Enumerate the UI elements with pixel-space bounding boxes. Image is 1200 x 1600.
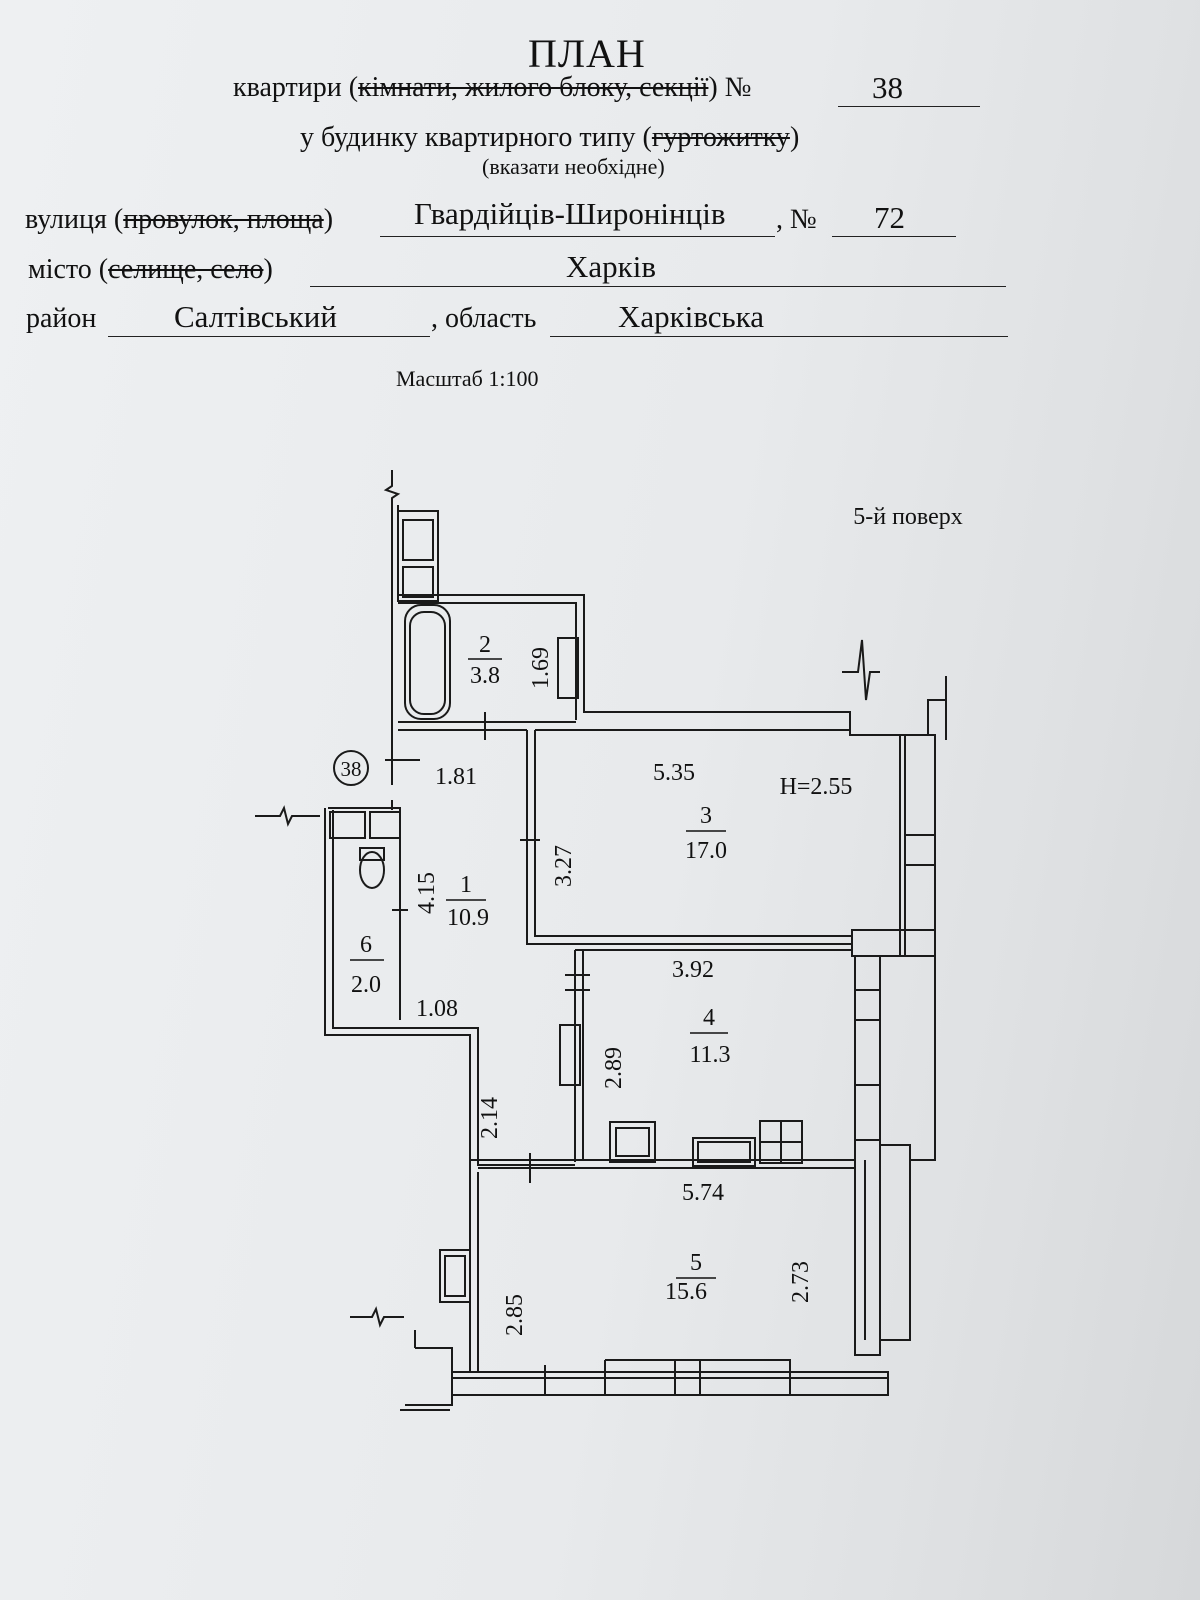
- building-struck-option: гуртожитку: [651, 122, 790, 153]
- floor-label: 5-й поверх: [853, 504, 963, 530]
- region-value: Харківська: [618, 299, 765, 334]
- room-3-area: 17.0: [685, 838, 727, 864]
- dim-2-14: 2.14: [477, 1097, 503, 1139]
- dim-1-08: 1.08: [416, 996, 458, 1022]
- room-2-area: 3.8: [470, 663, 500, 689]
- dim-5-35: 5.35: [653, 760, 695, 786]
- apartment-line: квартири (кімнати, жилого блоку, секції)…: [233, 72, 751, 104]
- dim-5-74: 5.74: [682, 1180, 724, 1206]
- apartment-suffix: ) №: [708, 72, 752, 103]
- apartment-marker: 38: [341, 757, 362, 781]
- street-struck-options: провулок, площа: [123, 204, 324, 235]
- house-number-label: , №: [776, 204, 817, 235]
- city-label-close: ): [263, 254, 273, 285]
- apartment-struck-options: кімнати, жилого блоку, секції: [358, 72, 709, 103]
- street-value: Гвардійців-Широнінців: [414, 196, 726, 231]
- room-5-area: 15.6: [665, 1279, 707, 1305]
- dim-1-69: 1.69: [528, 647, 554, 689]
- street-label-text: вулиця (: [25, 204, 124, 235]
- city-label-text: місто (: [28, 254, 109, 285]
- apartment-prefix: квартири (: [233, 72, 359, 103]
- room-4-number: 4: [703, 1005, 715, 1031]
- scale-label: Масштаб 1:100: [396, 366, 539, 391]
- page-title: ПЛАН: [528, 31, 646, 76]
- dim-1-81: 1.81: [435, 764, 477, 790]
- apartment-number: 38: [872, 70, 903, 105]
- street-label-close: ): [323, 204, 334, 235]
- hint-text: (вказати необхідне): [482, 154, 665, 179]
- street-label: вулиця (провулок, площа): [25, 204, 333, 236]
- city-struck-options: селище, село: [108, 254, 264, 285]
- dim-2-73: 2.73: [788, 1261, 814, 1303]
- district-label: район: [26, 303, 97, 334]
- room-4-area: 11.3: [689, 1042, 730, 1068]
- city-label: місто (селище, село): [28, 254, 273, 286]
- room-6-number: 6: [360, 932, 372, 958]
- ceiling-height: H=2.55: [780, 774, 853, 800]
- room-1-area: 10.9: [447, 905, 489, 931]
- building-line: у будинку квартирного типу (гуртожитку): [300, 122, 799, 154]
- dim-4-15: 4.15: [414, 872, 440, 914]
- room-2-number: 2: [479, 632, 491, 658]
- dim-2-89: 2.89: [601, 1047, 627, 1089]
- building-suffix: ): [789, 122, 800, 153]
- room-1-number: 1: [460, 872, 472, 898]
- room-5-number: 5: [690, 1250, 702, 1276]
- building-prefix: у будинку квартирного типу (: [300, 122, 652, 153]
- dim-3-27: 3.27: [551, 845, 577, 887]
- dim-3-92: 3.92: [672, 957, 714, 983]
- dim-2-85: 2.85: [502, 1294, 528, 1336]
- room-6-area: 2.0: [351, 972, 381, 998]
- district-value: Салтівський: [174, 299, 337, 334]
- city-value: Харків: [566, 249, 656, 284]
- region-label: , область: [431, 303, 537, 334]
- room-3-number: 3: [700, 803, 712, 829]
- house-number-value: 72: [874, 200, 905, 235]
